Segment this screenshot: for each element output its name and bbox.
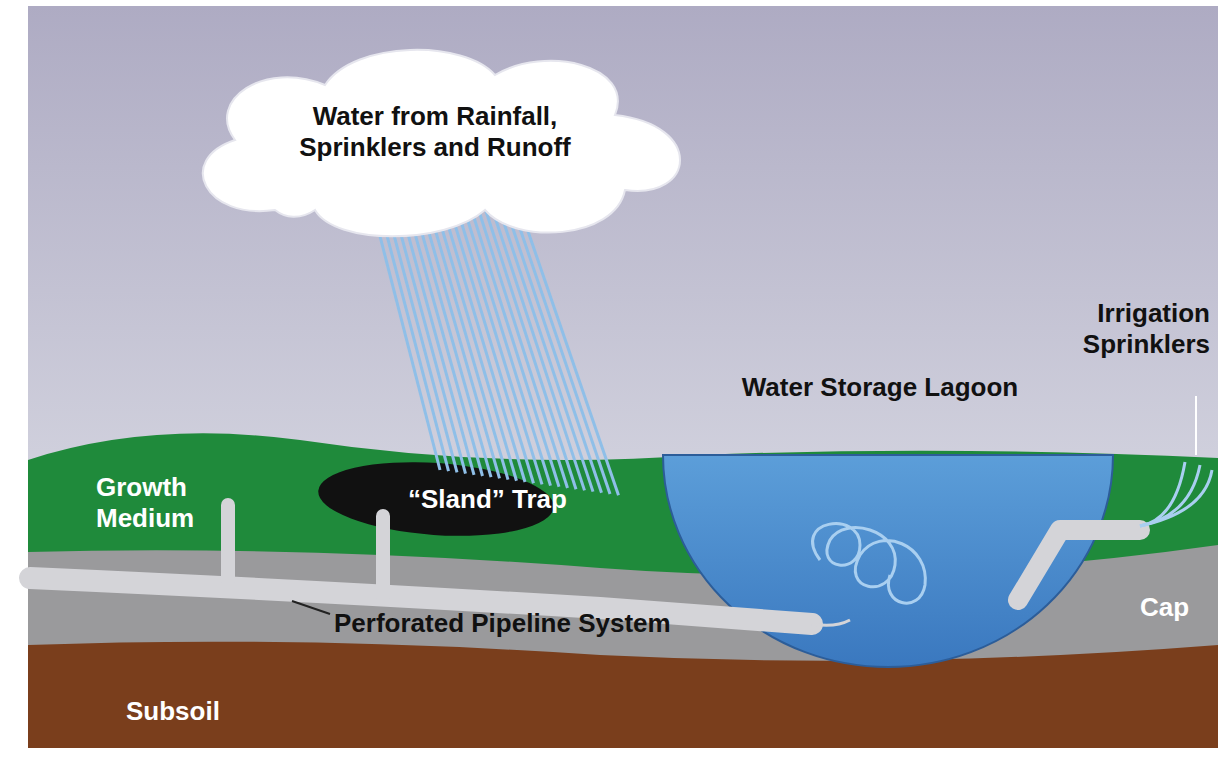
leader-line (292, 601, 330, 614)
sprinkler-spray (1140, 462, 1212, 526)
layer-label: Subsoil (126, 696, 286, 727)
part-label: Irrigation Sprinklers (1050, 298, 1210, 360)
part-label: Water Storage Lagoon (740, 372, 1020, 403)
sky (28, 6, 1218, 748)
water-swirl (813, 524, 926, 604)
pipe-outflow (812, 620, 850, 625)
sprinkler-leader (1195, 396, 1197, 455)
cloud-shape: Water from Rainfall, Sprinklers and Runo… (165, 40, 705, 240)
layer-label: Growth Medium (96, 472, 226, 534)
perforated-pipeline (30, 505, 1140, 624)
part-label: “Sland” Trap (408, 484, 578, 515)
cloud-text: Water from Rainfall, Sprinklers and Runo… (285, 101, 585, 163)
part-label: Perforated Pipeline System (334, 608, 754, 639)
layer-label: Cap (1140, 592, 1210, 623)
rainfall-lines (372, 205, 619, 495)
